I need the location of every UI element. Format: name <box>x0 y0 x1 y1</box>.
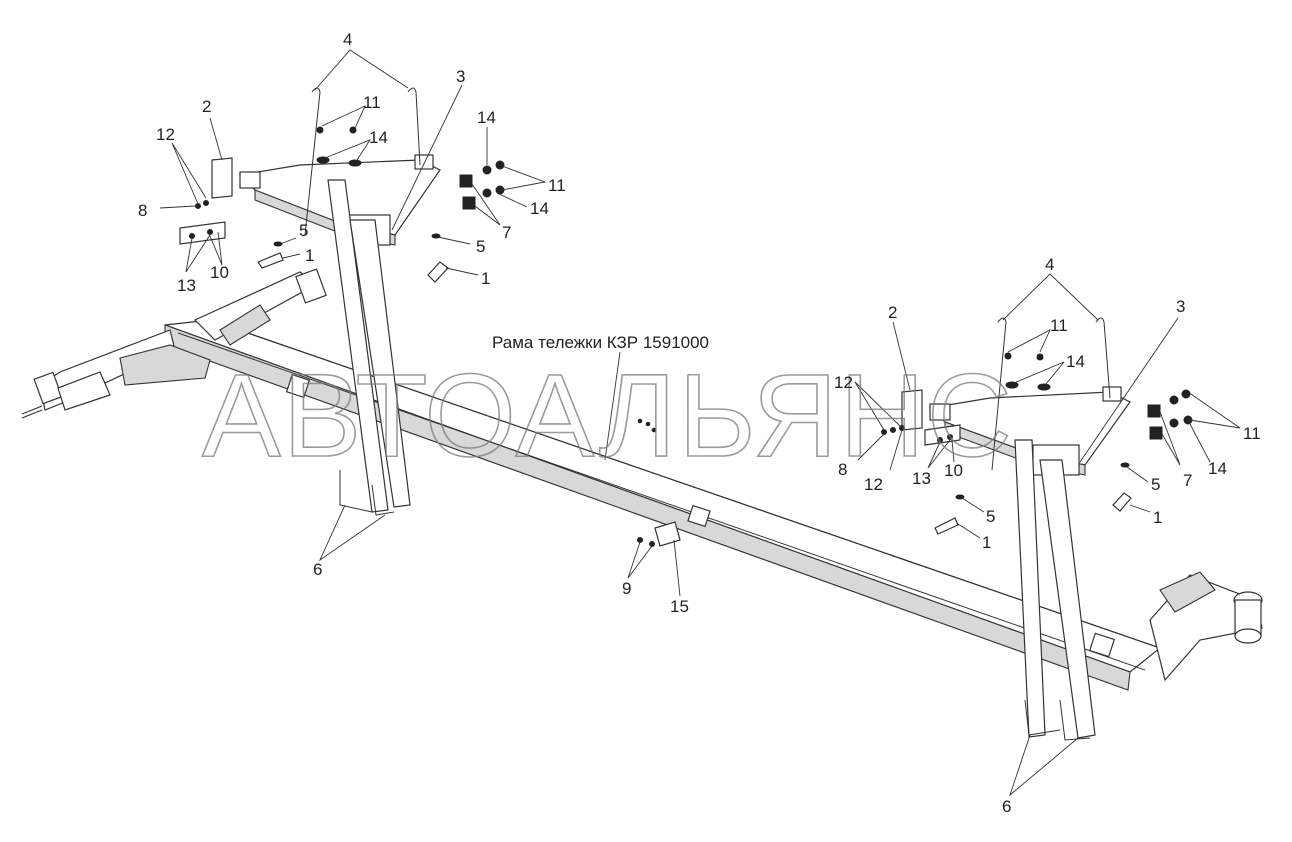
callout-12: 12 <box>156 125 175 144</box>
callout-6: 6 <box>313 560 322 579</box>
callout-5: 5 <box>986 507 995 526</box>
callout-11: 11 <box>363 93 381 112</box>
watermark-text: АВТОАЛЬЯНС <box>202 350 1014 482</box>
callout-14: 14 <box>369 128 388 147</box>
middle-hardware <box>637 418 681 547</box>
callout-4: 4 <box>1045 255 1054 274</box>
callout-13: 13 <box>177 276 196 295</box>
callout-12: 12 <box>834 373 853 392</box>
callout-1: 1 <box>1153 508 1162 527</box>
callout-10: 10 <box>210 263 229 282</box>
callout-3: 3 <box>1176 297 1185 316</box>
callout-5: 5 <box>476 237 485 256</box>
callout-14: 14 <box>477 108 496 127</box>
right-drawbar <box>1149 571 1263 682</box>
leader-lines <box>159 49 1241 797</box>
callout-10: 10 <box>944 461 963 480</box>
callout-6: 6 <box>1002 797 1011 816</box>
callout-7: 7 <box>1183 471 1192 490</box>
left-callouts: 4 3 2 11 14 12 14 11 8 14 7 5 1 5 1 13 1… <box>138 30 566 579</box>
callout-15: 15 <box>670 597 689 616</box>
callout-1: 1 <box>982 533 991 552</box>
callout-3: 3 <box>456 67 465 86</box>
callout-14: 14 <box>530 199 549 218</box>
left-hardware <box>179 87 505 283</box>
callout-8: 8 <box>838 460 847 479</box>
callout-1: 1 <box>305 246 314 265</box>
callout-5: 5 <box>299 221 308 240</box>
callout-8: 8 <box>138 201 147 220</box>
callout-11: 11 <box>548 176 566 195</box>
left-stakes <box>327 179 411 516</box>
callout-2: 2 <box>888 303 897 322</box>
callout-9: 9 <box>622 579 631 598</box>
callout-13: 13 <box>912 469 931 488</box>
main-frame-beam <box>164 319 1162 691</box>
right-hardware <box>881 317 1193 535</box>
callout-2: 2 <box>202 97 211 116</box>
middle-callouts: 9 15 <box>622 579 689 616</box>
right-stakes <box>1014 439 1096 741</box>
callout-14: 14 <box>1208 459 1227 478</box>
callout-1: 1 <box>481 269 490 288</box>
callout-14: 14 <box>1066 352 1085 371</box>
callout-11: 11 <box>1050 316 1068 335</box>
left-drawbar <box>21 268 327 419</box>
callout-12: 12 <box>864 475 883 494</box>
diagram-caption: Рама тележки КЗР 1591000 <box>492 333 709 352</box>
callout-7: 7 <box>502 223 511 242</box>
callout-5: 5 <box>1151 475 1160 494</box>
right-callouts: 4 2 3 11 14 12 11 8 12 13 10 7 14 5 5 1 … <box>834 255 1261 816</box>
callout-11: 11 <box>1243 424 1261 443</box>
callout-4: 4 <box>343 30 352 49</box>
